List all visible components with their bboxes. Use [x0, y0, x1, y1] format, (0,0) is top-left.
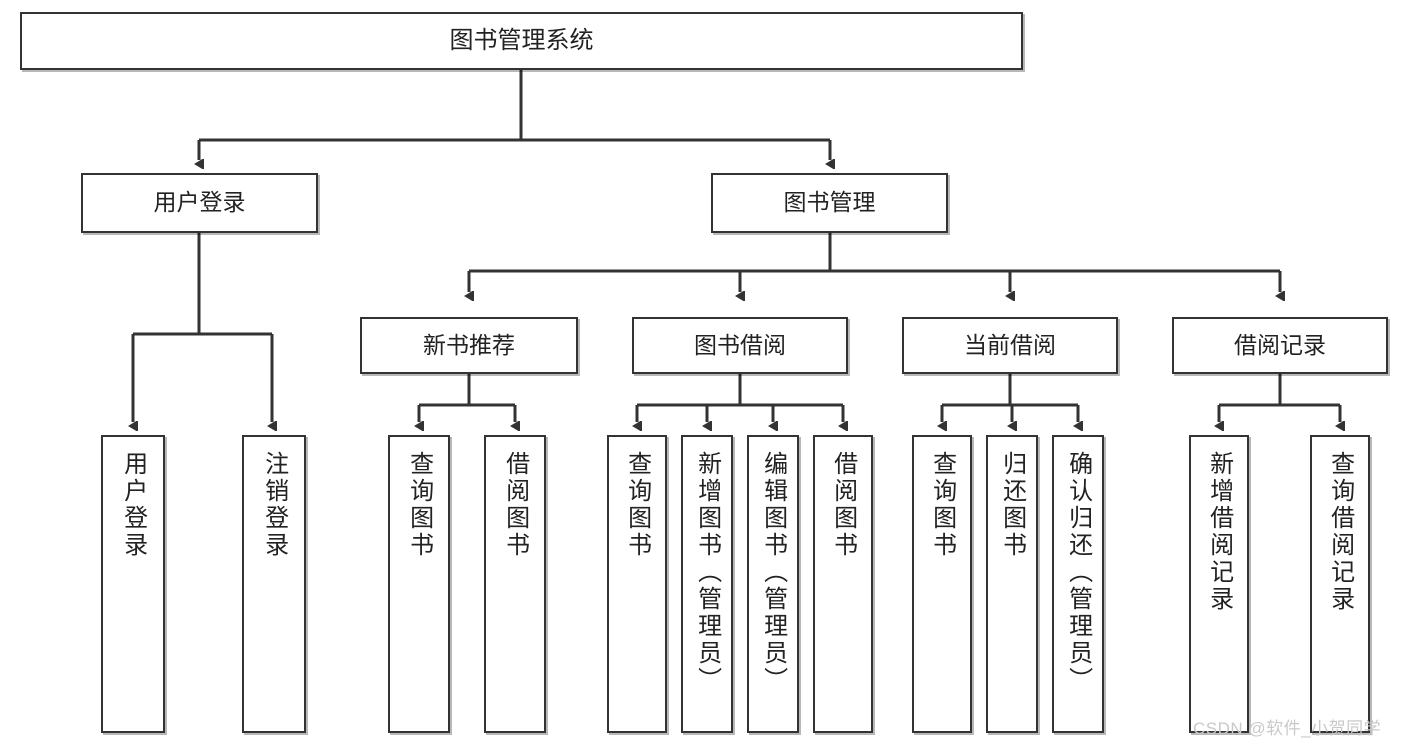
node-leaf-edit-book-label: 编辑图书（管理员）	[759, 451, 787, 694]
node-book-manage-label: 图书管理	[783, 189, 876, 216]
node-book-manage[interactable]: 图书管理	[711, 173, 948, 233]
node-leaf-borrow-book-2-label: 借阅图书	[829, 451, 857, 559]
node-user-login[interactable]: 用户登录	[81, 173, 318, 233]
node-leaf-query-book-1-label: 查询图书	[405, 451, 433, 559]
node-borrow-record[interactable]: 借阅记录	[1172, 317, 1388, 374]
node-leaf-query-book-3-label: 查询图书	[928, 451, 956, 559]
node-new-book-rec[interactable]: 新书推荐	[360, 317, 578, 374]
node-book-borrow-label: 图书借阅	[694, 331, 786, 358]
node-book-borrow[interactable]: 图书借阅	[632, 317, 848, 374]
node-root-label: 图书管理系统	[449, 26, 594, 54]
node-leaf-add-record[interactable]: 新增借阅记录	[1189, 435, 1249, 733]
node-leaf-add-record-label: 新增借阅记录	[1205, 451, 1233, 613]
node-root[interactable]: 图书管理系统	[20, 12, 1023, 70]
node-borrow-record-label: 借阅记录	[1234, 331, 1326, 358]
node-leaf-return-book-label: 归还图书	[998, 451, 1026, 559]
node-leaf-logout[interactable]: 注销登录	[242, 435, 306, 733]
node-user-login-label: 用户登录	[153, 189, 246, 216]
node-leaf-borrow-book-1[interactable]: 借阅图书	[484, 435, 546, 733]
node-leaf-borrow-book-1-label: 借阅图书	[501, 451, 529, 559]
node-leaf-add-book[interactable]: 新增图书（管理员）	[681, 435, 733, 733]
node-leaf-query-book-2-label: 查询图书	[623, 451, 651, 559]
node-leaf-query-record-label: 查询借阅记录	[1326, 451, 1354, 613]
node-leaf-add-book-label: 新增图书（管理员）	[693, 451, 721, 694]
node-leaf-return-book[interactable]: 归还图书	[986, 435, 1038, 733]
node-leaf-user-login-label: 用户登录	[119, 451, 147, 559]
node-leaf-query-book-1[interactable]: 查询图书	[388, 435, 450, 733]
node-leaf-user-login[interactable]: 用户登录	[101, 435, 165, 733]
watermark: CSDN @软件_小贺同学	[1193, 719, 1382, 738]
node-current-borrow-label: 当前借阅	[964, 331, 1056, 358]
node-leaf-edit-book[interactable]: 编辑图书（管理员）	[747, 435, 799, 733]
node-leaf-confirm-return[interactable]: 确认归还（管理员）	[1052, 435, 1104, 733]
node-current-borrow[interactable]: 当前借阅	[902, 317, 1118, 374]
node-leaf-confirm-return-label: 确认归还（管理员）	[1064, 451, 1092, 694]
node-leaf-query-record[interactable]: 查询借阅记录	[1310, 435, 1370, 733]
node-leaf-logout-label: 注销登录	[260, 451, 288, 559]
node-leaf-query-book-2[interactable]: 查询图书	[607, 435, 667, 733]
node-new-book-rec-label: 新书推荐	[423, 331, 515, 358]
node-leaf-query-book-3[interactable]: 查询图书	[912, 435, 972, 733]
node-leaf-borrow-book-2[interactable]: 借阅图书	[813, 435, 873, 733]
